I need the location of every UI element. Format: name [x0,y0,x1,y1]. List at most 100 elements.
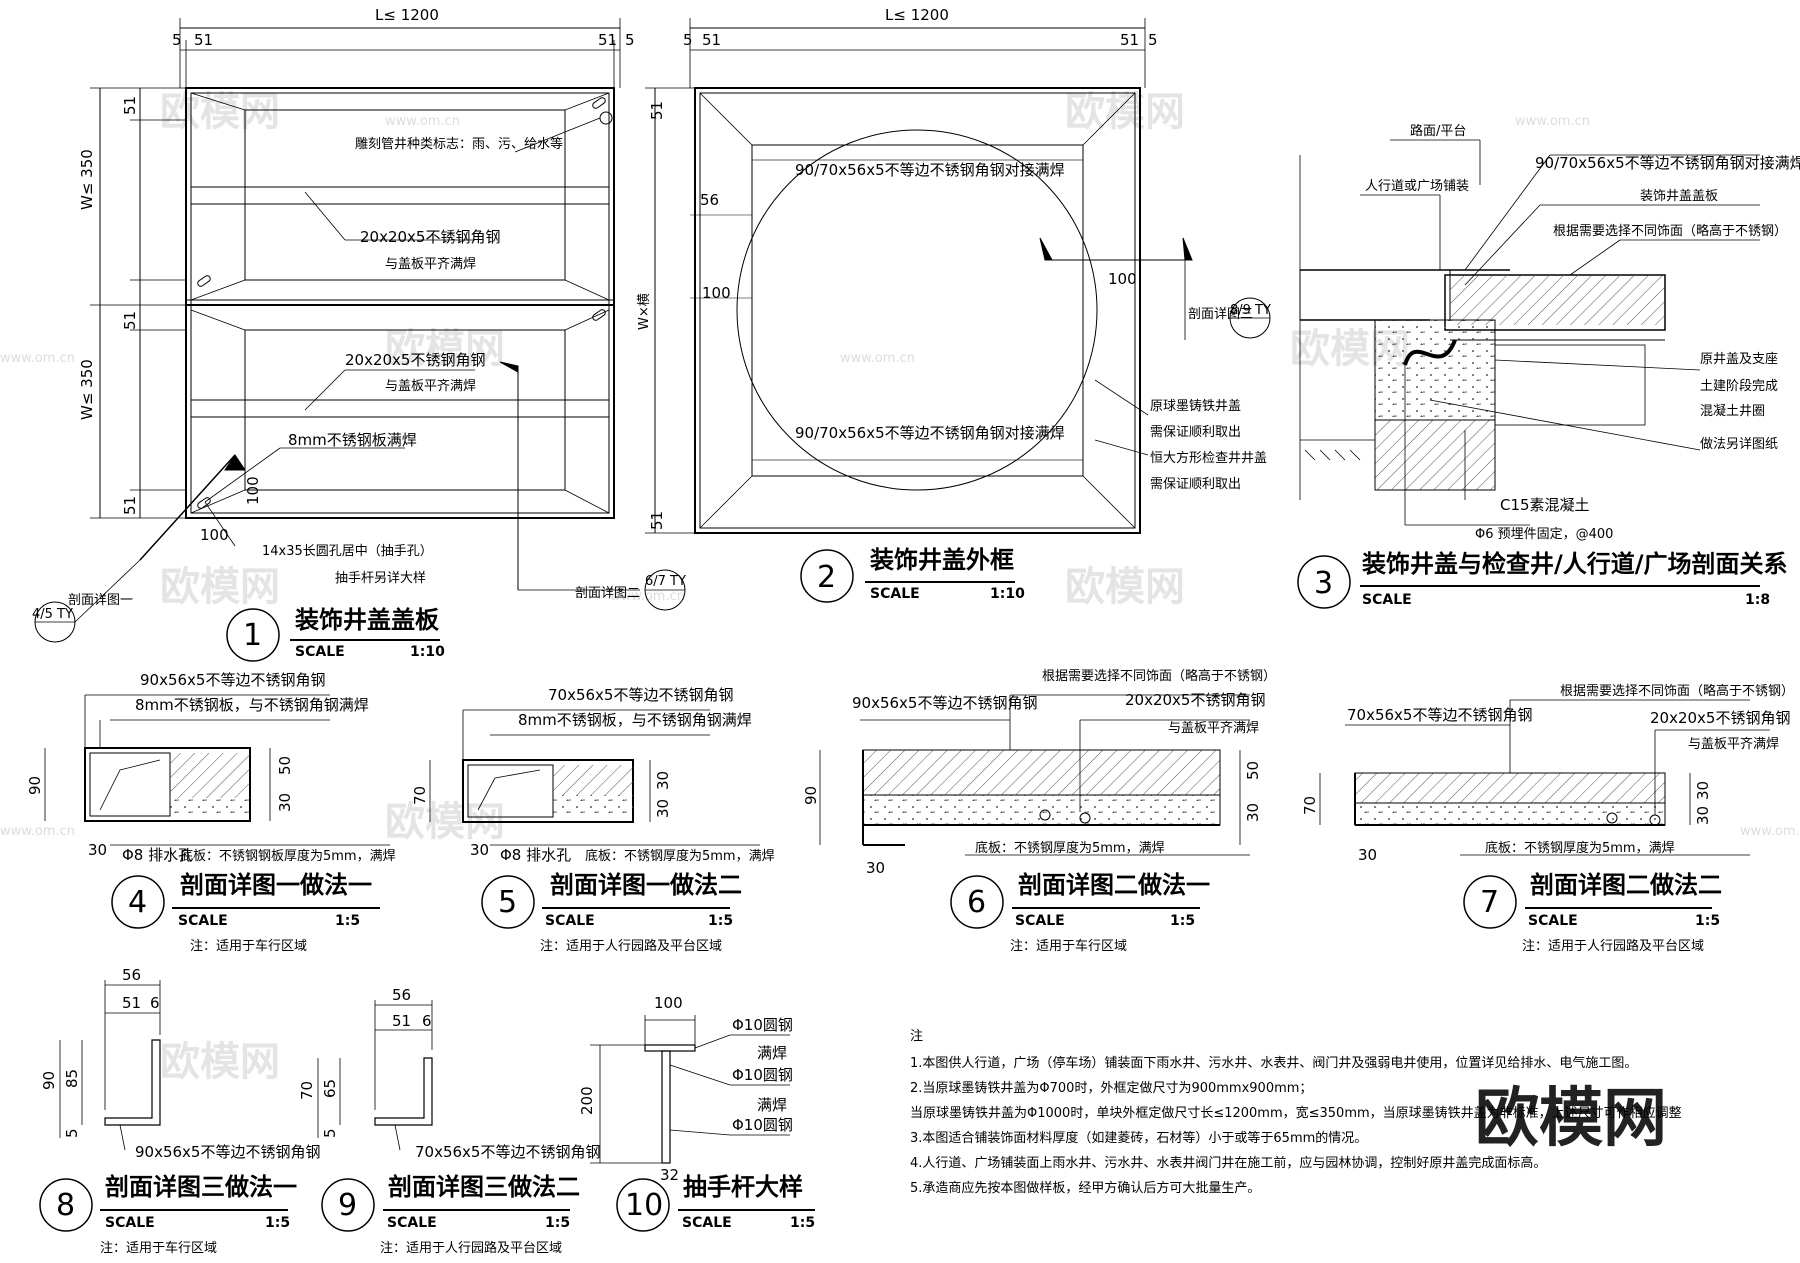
dim-65: 65 [321,1079,339,1098]
figure-3-section-relation [1297,139,1760,609]
dim-5: 5 [63,1128,81,1138]
dim-70: 70 [411,786,429,805]
scale-value: 1:5 [335,913,360,929]
scale-label: SCALE [105,1215,155,1231]
label-plate: 8mm不锈钢板，与不锈钢角钢满焊 [518,711,752,729]
dim-5: 5 [321,1128,339,1138]
label-weld: 满焊 [757,1096,787,1114]
label-angle: 20x20x5不锈钢角钢 [360,228,500,246]
dim-32: 32 [660,1166,679,1184]
figure-7-section [1319,699,1770,929]
label-note: 恒大方形检查井井盖 [1150,450,1267,466]
dim-30: 30 [1694,806,1712,825]
dim-100: 100 [200,526,229,544]
watermark-logo: 欧模网 [1065,564,1185,610]
scale-value: 1:5 [1170,913,1195,929]
watermark-logo-large: 欧模网 [1475,1082,1667,1156]
dim-50: 50 [1244,761,1262,780]
watermark-url: www.om.cn [1515,114,1590,129]
label-engrave: 雕刻管井种类标志：雨、污、给水等 [355,136,563,152]
scale-value: 1:8 [1745,592,1770,608]
dim-51: 51 [648,511,666,530]
dim-length: L≤ 1200 [375,6,439,24]
dim-30: 30 [1244,803,1262,822]
figure-10-text: 100 200 32 Φ10圆钢 满焊 Φ10圆钢 满焊 Φ10圆钢 10 抽手… [578,994,815,1231]
dim-51: 51 [648,101,666,120]
figure-note: 注：适用于人行园路及平台区域 [540,938,722,954]
label-ring: 混凝土井圈 [1700,403,1765,419]
dim-30: 30 [88,841,107,859]
watermark-logo: 欧模网 [160,89,280,135]
figure-note: 注：适用于车行区域 [1010,938,1127,954]
dim-90: 90 [26,776,44,795]
figure-number: 3 [1314,566,1333,601]
figure-title: 装饰井盖外框 [870,546,1014,574]
figure-2-text: L≤ 1200 5 51 51 5 W×横 51 51 56 100 100 9… [637,6,1271,602]
figure-number: 9 [338,1188,357,1223]
dim-90: 90 [40,1071,58,1090]
figure-number: 2 [817,560,836,595]
dim-5: 5 [683,31,693,49]
figure-title: 剖面详图二做法一 [1018,871,1210,899]
label-base: 底板：不锈钢厚度为5mm，满焊 [1485,840,1675,856]
label-drain: Φ8 排水孔 [122,846,193,864]
label-note: 需保证顺利取出 [1150,477,1241,492]
dim-100: 100 [702,284,731,302]
figure-title: 剖面详图一做法一 [180,871,372,899]
scale-value: 1:5 [545,1215,570,1231]
figure-note: 注：适用于人行园路及平台区域 [1522,938,1704,954]
label-angle: 20x20x5不锈钢角钢 [345,351,485,369]
label-slot-note: 抽手杆另详大样 [335,571,426,586]
watermark-url: www.om.cn [0,351,75,366]
scale-value: 1:10 [410,644,445,660]
figure-note: 注：适用于车行区域 [100,1240,217,1256]
label-angle: 90x56x5不等边不锈钢角钢 [140,671,325,689]
figure-number: 6 [967,885,986,920]
label-other: 做法另详图纸 [1700,437,1778,452]
figure-4-section [44,694,390,929]
scale-value: 1:10 [990,586,1025,602]
dim-50: 50 [276,756,294,775]
figure-1-text: L≤ 1200 5 51 51 5 W≤ 350 W≤ 350 51 51 51… [32,6,686,660]
dim-51: 51 [392,1012,411,1030]
figure-2-outer-frame-plan [645,18,1271,603]
label-section-ref: 剖面详图一 [68,593,133,608]
label-angle: 90/70x56x5不等边不锈钢角钢对接满焊 [795,424,1065,442]
label-angle: 90x56x5不等边不锈钢角钢 [135,1143,320,1161]
label-angle: 90/70x56x5不等边不锈钢角钢对接满焊 [795,161,1065,179]
watermark-url: www.om.cn [840,351,915,366]
label-road: 路面/平台 [1410,123,1466,139]
figure-note: 注：适用于车行区域 [190,938,307,954]
dim-30: 30 [276,793,294,812]
figure-5-section [429,709,760,929]
figure-title: 剖面详图一做法二 [550,871,742,899]
note-item: 2.当原球墨铸铁井盖为Φ700时，外框定做尺寸为900mmx900mm； [910,1080,1312,1096]
dim-5: 5 [172,31,182,49]
dim-200: 200 [578,1086,596,1115]
figure-9-text: 56 51 6 70 65 5 70x56x5不等边不锈钢角钢 9 剖面详图三做… [298,986,600,1256]
label-angle: 70x56x5不等边不锈钢角钢 [1347,706,1532,724]
figure-number: 7 [1480,885,1499,920]
dim-30: 30 [654,799,672,818]
scale-label: SCALE [870,586,920,602]
label-angle: 70x56x5不等边不锈钢角钢 [415,1143,600,1161]
note-item: 1.本图供人行道，广场（停车场）铺装面下雨水井、污水井、水表井、阀门井及强弱电井… [910,1055,1637,1071]
label-paving: 人行道或广场铺装 [1365,179,1469,194]
dim-length: L≤ 1200 [885,6,949,24]
note-item: 3.本图适合铺装饰面材料厚度（如建菱砖，石材等）小于或等于65mm的情况。 [910,1130,1367,1146]
label-angle-small: 20x20x5不锈钢角钢 [1125,691,1265,709]
label-section-ref: 剖面详图三 [1188,307,1253,322]
dim-width: W×横 [637,293,652,330]
figure-number: 1 [243,618,262,653]
label-finish: 根据需要选择不同饰面（略高于不锈钢） [1042,668,1276,684]
label-cover: 装饰井盖盖板 [1640,189,1718,204]
dim-85: 85 [63,1069,81,1088]
dim-30: 30 [470,841,489,859]
label-weld: 与盖板平齐满焊 [1168,720,1259,736]
dim-100: 100 [1108,270,1137,288]
label-c15: C15素混凝土 [1500,496,1590,514]
label-weld: 满焊 [757,1044,787,1062]
dim-100: 100 [654,994,683,1012]
dim-51: 51 [598,31,617,49]
label-angle-small: 20x20x5不锈钢角钢 [1650,709,1790,727]
